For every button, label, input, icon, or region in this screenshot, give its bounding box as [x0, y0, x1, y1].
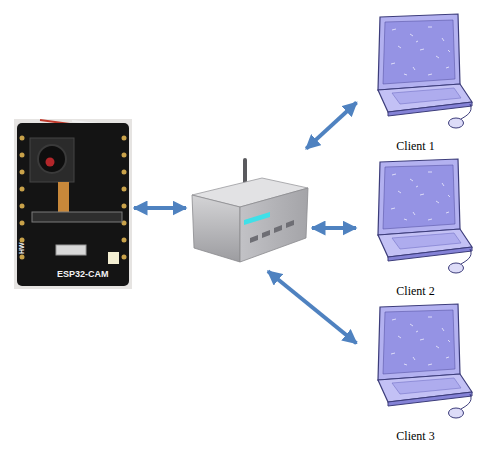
status-light [244, 212, 270, 225]
connector [32, 212, 122, 222]
lens-ring [46, 158, 55, 167]
ribbon-cable [58, 182, 69, 214]
client-label: Client 2 [358, 284, 473, 299]
esp32-cam-node: HW ESP32-CAM [15, 120, 132, 288]
client-label: Client 3 [358, 429, 473, 444]
flash-led [108, 252, 119, 264]
pcb [17, 123, 129, 286]
router-ports [250, 220, 294, 243]
double-arrow [312, 226, 356, 230]
client-node: Client 2 [358, 157, 473, 299]
board-marking: HW [18, 242, 25, 254]
pin-holes [20, 136, 127, 260]
laptop [378, 14, 472, 128]
chip [56, 245, 86, 255]
laptop [378, 304, 472, 418]
double-arrow [134, 206, 186, 210]
client-node: Client 1 [358, 12, 473, 154]
router-front [192, 195, 240, 262]
client-node: Client 3 [358, 302, 473, 444]
laptop [378, 159, 472, 273]
esp32-cam-board [14, 119, 132, 289]
photo-background [14, 119, 132, 289]
router [192, 158, 308, 262]
board-name: ESP32-CAM [57, 269, 109, 279]
client-label: Client 1 [358, 139, 473, 154]
double-arrow [268, 271, 356, 343]
camera-lens [38, 145, 66, 173]
double-arrow [306, 103, 356, 149]
router-node [188, 150, 310, 270]
camera-module [30, 138, 74, 182]
router-side [240, 188, 308, 262]
